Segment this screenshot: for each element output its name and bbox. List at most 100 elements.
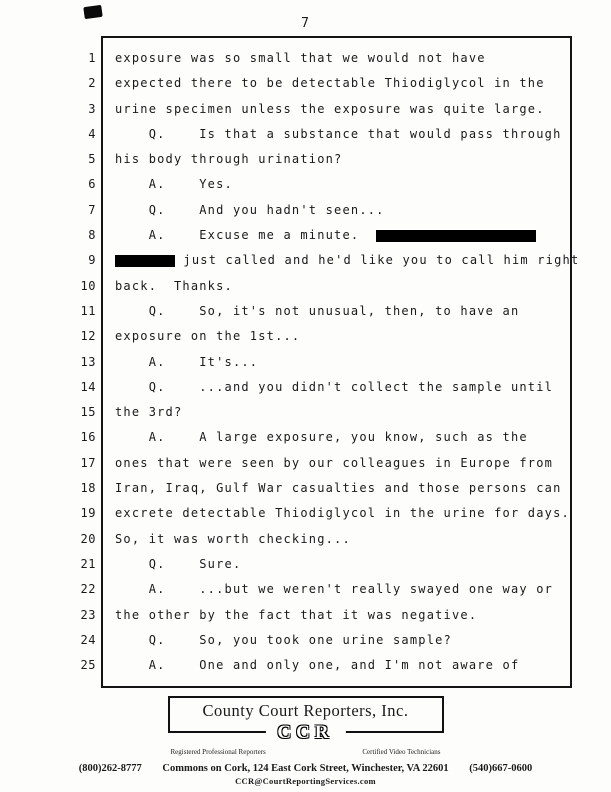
line-number: 2 <box>88 76 96 91</box>
transcript-line: 24 Q. So, you took one urine sample? <box>0 628 585 653</box>
line-number: 4 <box>88 126 96 141</box>
transcript-line: 20 So, it was worth checking... <box>0 527 585 552</box>
text-segment: Q. So, it's not unusual, then, to have a… <box>115 303 520 318</box>
transcript-line: 17 ones that were seen by our colleagues … <box>0 451 585 476</box>
line-text: A. ...but we weren't really swayed one w… <box>96 577 585 602</box>
transcript-line: 16 A. A large exposure, you know, such a… <box>0 425 585 450</box>
transcript-line: 25 A. One and only one, and I'm not awar… <box>0 653 585 678</box>
line-text: Q. Is that a substance that would pass t… <box>96 122 585 147</box>
line-number: 10 <box>80 278 96 293</box>
text-segment: A. Yes. <box>115 177 233 192</box>
contact-line: (800)262-8777 Commons on Cork, 124 East … <box>0 763 611 774</box>
email-line: CCR@CourtReportingServices.com <box>235 776 376 786</box>
transcript-line: 13 A. It's... <box>0 350 585 375</box>
line-number: 1 <box>88 51 96 65</box>
line-text: Q. And you hadn't seen... <box>96 198 585 223</box>
text-segment: urine specimen unless the exposure was q… <box>115 101 545 116</box>
transcript-line: 23 the other by the fact that it was nega… <box>0 603 585 628</box>
text-segment: A. One and only one, and I'm not aware o… <box>115 658 520 673</box>
transcript-line: 18 Iran, Iraq, Gulf War casualties and th… <box>0 476 585 501</box>
ccr-logo: CCR <box>265 722 346 744</box>
line-text: Q. So, you took one urine sample? <box>96 628 585 653</box>
line-text: exposure was so small that we would not … <box>96 46 585 71</box>
line-number: 21 <box>80 556 96 571</box>
text-segment: exposure on the 1st... <box>115 329 301 344</box>
line-number: 6 <box>88 177 96 192</box>
line-number: 8 <box>88 228 96 243</box>
line-text: back. Thanks. <box>96 274 585 299</box>
text-segment: expected there to be detectable Thiodigl… <box>115 76 545 91</box>
line-text: So, it was worth checking... <box>96 527 585 552</box>
page-number: 7 <box>301 16 310 31</box>
text-segment: his body through urination? <box>115 152 343 167</box>
line-number: 3 <box>88 101 96 116</box>
line-text: the 3rd? <box>96 400 585 425</box>
transcript-line: 14 Q. ...and you didn't collect the samp… <box>0 375 585 400</box>
line-number: 23 <box>80 607 96 622</box>
text-segment: Q. ...and you didn't collect the sample … <box>115 379 554 394</box>
text-segment: A. It's... <box>115 354 259 369</box>
text-segment: A. Excuse me a minute. <box>115 228 377 243</box>
phone-left: (800)262-8777 <box>78 763 142 774</box>
line-number: 20 <box>80 531 96 546</box>
transcript-line: 4 Q. Is that a substance that would pass… <box>0 122 585 147</box>
line-number: 18 <box>80 481 96 496</box>
transcript-line: 9 just called and he'd like you to call … <box>0 248 585 273</box>
text-segment: Q. So, you took one urine sample? <box>115 632 452 647</box>
text-segment: the other by the fact that it was negati… <box>115 607 478 622</box>
phone-right: (540)667-0600 <box>469 763 533 774</box>
line-text: A. One and only one, and I'm not aware o… <box>96 653 585 678</box>
line-text: Q. So, it's not unusual, then, to have a… <box>96 299 585 324</box>
text-segment: Q. Sure. <box>115 556 242 571</box>
left-tagline: Registered Professional Reporters <box>170 748 266 756</box>
line-number: 25 <box>80 658 96 673</box>
line-text: Iran, Iraq, Gulf War casualties and thos… <box>96 476 585 501</box>
line-text: A. A large exposure, you know, such as t… <box>96 425 585 450</box>
text-segment: Q. And you hadn't seen... <box>115 202 385 217</box>
text-segment: exposure was so small that we would not … <box>115 51 486 65</box>
transcript-line: 21 Q. Sure. <box>0 552 585 577</box>
text-segment: the 3rd? <box>115 405 183 420</box>
transcript-lines: 1 exposure was so small that we would not… <box>0 46 585 678</box>
transcript-border-box <box>101 36 572 688</box>
reporter-footer: County Court Reporters, Inc. CCR Registe… <box>0 696 611 786</box>
line-text: his body through urination? <box>96 147 585 172</box>
line-text: A. It's... <box>96 350 585 375</box>
line-number: 7 <box>88 202 96 217</box>
redaction-box <box>115 254 175 267</box>
text-segment: A. ...but we weren't really swayed one w… <box>115 582 554 597</box>
transcript-line: 8 A. Excuse me a minute. <box>0 223 585 248</box>
transcript-line: 11 Q. So, it's not unusual, then, to hav… <box>0 299 585 324</box>
taglines-row: Registered Professional Reporters Certif… <box>171 748 441 756</box>
line-text: excrete detectable Thiodiglycol in the u… <box>96 501 585 526</box>
line-text: ones that were seen by our colleagues in… <box>96 451 585 476</box>
line-text: exposure on the 1st... <box>96 324 585 349</box>
text-segment: Iran, Iraq, Gulf War casualties and thos… <box>115 481 562 496</box>
text-segment: So, it was worth checking... <box>115 531 351 546</box>
line-number: 9 <box>88 253 96 268</box>
line-text: just called and he'd like you to call hi… <box>96 248 585 273</box>
text-segment: excrete detectable Thiodiglycol in the u… <box>115 506 570 521</box>
line-number: 13 <box>80 354 96 369</box>
line-text: urine specimen unless the exposure was q… <box>96 97 585 122</box>
line-text: A. Yes. <box>96 172 585 197</box>
line-text: the other by the fact that it was negati… <box>96 603 585 628</box>
transcript-line: 2 expected there to be detectable Thiodig… <box>0 71 585 96</box>
text-segment: Q. Is that a substance that would pass t… <box>115 126 562 141</box>
line-number: 11 <box>80 303 96 318</box>
text-segment: ones that were seen by our colleagues in… <box>115 455 554 470</box>
line-number: 5 <box>88 152 96 167</box>
transcript-line: 1 exposure was so small that we would not… <box>0 46 585 71</box>
line-number: 17 <box>80 455 96 470</box>
text-segment: A. A large exposure, you know, such as t… <box>115 430 528 445</box>
transcript-line: 3 urine specimen unless the exposure was … <box>0 97 585 122</box>
redaction-box <box>376 229 537 242</box>
company-name: County Court Reporters, Inc. <box>202 701 409 720</box>
line-number: 22 <box>80 582 96 597</box>
transcript-line: 6 A. Yes. <box>0 172 585 197</box>
